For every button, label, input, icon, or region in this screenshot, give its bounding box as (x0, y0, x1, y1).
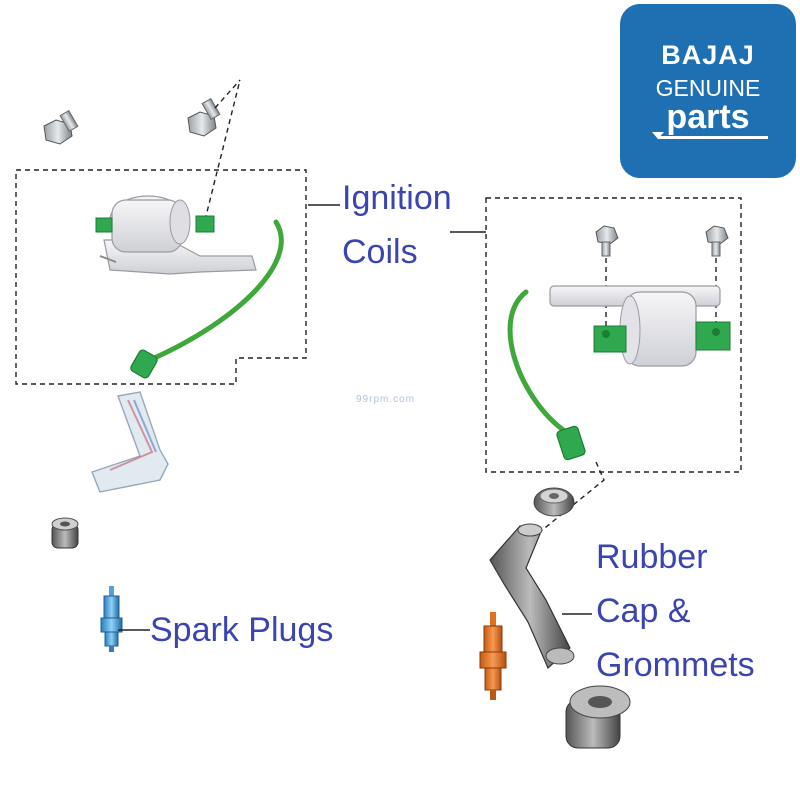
spark-plug-left (100, 586, 123, 652)
plug-cap-left (91, 391, 169, 493)
label-rubber-line2: Cap & (596, 592, 691, 630)
bolt-left-2 (187, 98, 221, 137)
logo-brand: BAJAJ (661, 40, 755, 70)
ignition-coil-right (549, 285, 731, 367)
grommet-left (51, 517, 79, 549)
bolt-right-2 (705, 225, 729, 257)
dashed-box-right (485, 197, 742, 473)
watermark: 99rpm.com (356, 394, 416, 405)
logo-genuine: GENUINE (655, 75, 761, 101)
ignition-coil-left (95, 195, 257, 275)
bolt-right-1 (595, 225, 619, 257)
plug-cap-right (489, 523, 575, 670)
grommet-right-small (533, 487, 575, 517)
spark-plug-right (479, 612, 507, 700)
logo-parts: parts (666, 98, 750, 136)
hv-lead-right (507, 289, 569, 435)
logo-arrow-icon (652, 132, 664, 139)
bolt-left-1 (43, 110, 79, 145)
label-rubber-line1: Rubber (596, 538, 708, 576)
lead-terminal-left (130, 349, 158, 379)
leader-dashed-right-lower (529, 461, 605, 541)
leader-dashed-bolt-left (204, 79, 241, 221)
hv-lead-left (147, 219, 284, 363)
lead-terminal-right (556, 425, 586, 461)
bajaj-genuine-parts-logo: BAJAJ GENUINE parts (620, 4, 796, 178)
label-ignition-coils-line2: Coils (342, 233, 418, 271)
label-ignition-coils-line1: Ignition (342, 179, 452, 217)
dashed-box-left (15, 169, 307, 385)
label-spark-plugs: Spark Plugs (150, 611, 334, 649)
label-rubber-line3: Grommets (596, 646, 755, 684)
grommet-right-large (565, 685, 631, 749)
logo-underline (658, 136, 768, 139)
